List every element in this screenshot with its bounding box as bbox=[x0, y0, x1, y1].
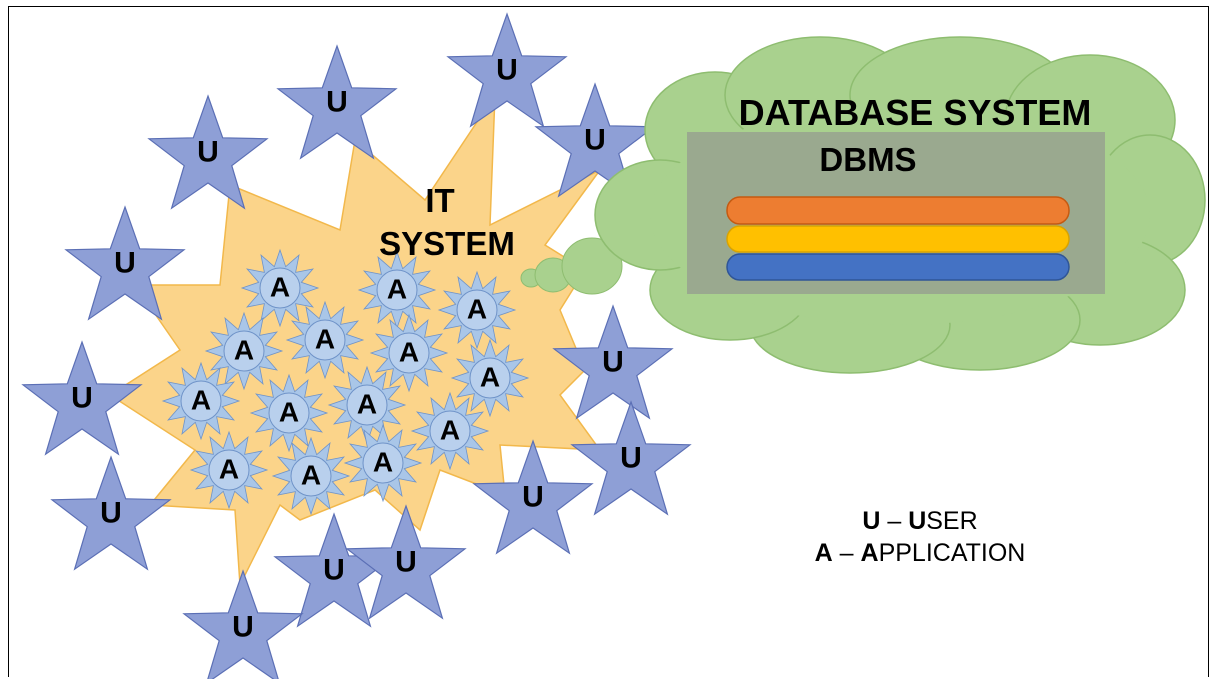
it-system-title-line2: SYSTEM bbox=[379, 225, 515, 262]
user-star-label: U bbox=[326, 86, 348, 119]
legend-app-dash: – bbox=[832, 539, 861, 567]
application-sun-label: A bbox=[480, 362, 500, 393]
application-sun: A bbox=[240, 248, 320, 328]
user-star: U bbox=[534, 82, 656, 198]
application-sun-label: A bbox=[440, 415, 460, 446]
database-disk-stack bbox=[726, 196, 1070, 281]
user-star-label: U bbox=[496, 54, 518, 87]
user-star: U bbox=[21, 340, 143, 456]
legend-user-key: U bbox=[862, 507, 881, 535]
user-star-label: U bbox=[584, 124, 606, 157]
legend: U – USER A – APPLICATION bbox=[740, 505, 1100, 569]
user-star: U bbox=[446, 12, 568, 128]
user-star-label: U bbox=[323, 554, 345, 587]
thought-bubbles bbox=[520, 237, 623, 295]
legend-application: A – APPLICATION bbox=[740, 537, 1100, 569]
application-sun-label: A bbox=[219, 454, 239, 485]
legend-user-initial: U bbox=[908, 507, 927, 535]
application-sun: A bbox=[271, 436, 351, 516]
application-sun: A bbox=[189, 430, 269, 510]
user-star: U bbox=[182, 569, 304, 679]
user-star: U bbox=[570, 400, 692, 516]
user-star: U bbox=[472, 439, 594, 555]
application-sun: A bbox=[343, 423, 423, 503]
user-star-label: U bbox=[522, 481, 544, 514]
application-sun-label: A bbox=[399, 337, 419, 368]
user-star: U bbox=[552, 304, 674, 420]
legend-app-initial: A bbox=[860, 539, 879, 567]
it-system-title-line1: IT bbox=[425, 182, 454, 219]
application-sun-label: A bbox=[191, 385, 211, 416]
application-sun: A bbox=[161, 361, 241, 441]
user-star: U bbox=[50, 455, 172, 571]
application-sun: A bbox=[437, 270, 517, 350]
application-sun-label: A bbox=[373, 447, 393, 478]
application-sun-label: A bbox=[270, 272, 290, 303]
legend-app-rest: PPLICATION bbox=[878, 539, 1026, 567]
legend-user-dash: – bbox=[880, 507, 909, 535]
application-sun-label: A bbox=[301, 460, 321, 491]
legend-app-key: A bbox=[814, 539, 833, 567]
database-title: DATABASE SYSTEM bbox=[739, 92, 1092, 133]
user-star: U bbox=[64, 205, 186, 321]
user-star-label: U bbox=[100, 497, 122, 530]
user-star-label: U bbox=[197, 136, 219, 169]
user-star-label: U bbox=[114, 247, 136, 280]
user-star-label: U bbox=[620, 442, 642, 475]
user-star-label: U bbox=[602, 346, 624, 379]
application-sun: A bbox=[450, 338, 530, 418]
user-star: U bbox=[345, 504, 467, 620]
application-sun: A bbox=[410, 391, 490, 471]
application-sun: A bbox=[204, 311, 284, 391]
user-star-label: U bbox=[232, 611, 254, 644]
user-star: U bbox=[276, 44, 398, 160]
dbms-label: DBMS bbox=[819, 141, 916, 178]
legend-user: U – USER bbox=[740, 505, 1100, 537]
application-sun-label: A bbox=[315, 324, 335, 355]
user-star-label: U bbox=[71, 382, 93, 415]
application-sun-label: A bbox=[357, 389, 377, 420]
application-sun: A bbox=[357, 250, 437, 330]
application-sun: A bbox=[285, 300, 365, 380]
user-star-label: U bbox=[395, 546, 417, 579]
application-sun-label: A bbox=[279, 397, 299, 428]
application-sun: A bbox=[249, 373, 329, 453]
application-sun: A bbox=[369, 313, 449, 393]
application-sun-label: A bbox=[387, 274, 407, 305]
application-sun-label: A bbox=[234, 335, 254, 366]
user-star: U bbox=[147, 94, 269, 210]
legend-user-rest: SER bbox=[926, 507, 978, 535]
application-sun: A bbox=[327, 365, 407, 445]
application-sun-label: A bbox=[467, 294, 487, 325]
